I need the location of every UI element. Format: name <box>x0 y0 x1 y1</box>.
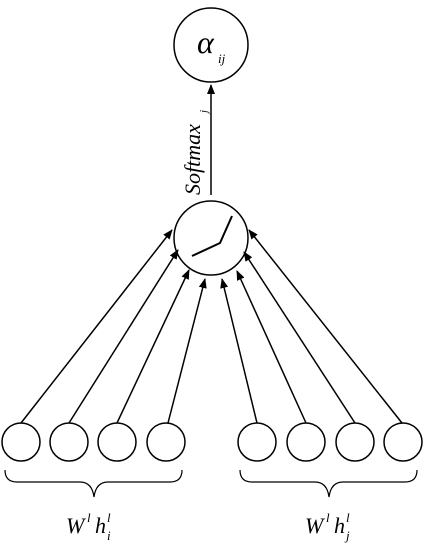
right-label-sub: j <box>344 528 350 543</box>
input-edge <box>236 270 307 424</box>
left-label-sup2: l <box>107 510 111 525</box>
input-node <box>146 422 186 462</box>
softmax-text: Softmax <box>180 124 205 195</box>
input-edge <box>248 229 403 424</box>
input-node <box>49 422 89 462</box>
left-label-h: h <box>95 513 106 538</box>
activation-node <box>173 200 249 276</box>
right-brace <box>239 469 418 498</box>
input-edge <box>167 278 207 424</box>
input-edges <box>20 229 403 424</box>
input-nodes-right <box>237 422 423 462</box>
right-label-sup2: l <box>346 510 350 525</box>
relu-icon <box>191 215 233 257</box>
output-node-alpha: α ij <box>173 7 249 83</box>
right-group-label: W l h l j <box>305 510 350 543</box>
input-edge <box>116 269 190 424</box>
input-nodes-left <box>1 422 186 462</box>
input-node <box>383 422 423 462</box>
input-edge <box>20 229 173 424</box>
right-label-h: h <box>334 513 345 538</box>
softmax-label: Softmax j <box>180 110 210 195</box>
input-node <box>1 422 41 462</box>
input-node <box>286 422 326 462</box>
left-label-sub: i <box>107 528 111 543</box>
alpha-symbol: α <box>197 24 215 60</box>
softmax-subscript: j <box>198 110 210 115</box>
left-group-label: W l h l i <box>66 510 111 543</box>
right-label-w: W <box>305 513 325 538</box>
right-label-sup1: l <box>326 510 330 525</box>
alpha-subscript: ij <box>218 51 226 66</box>
input-node <box>335 422 375 462</box>
input-node <box>97 422 137 462</box>
left-label-w: W <box>66 513 86 538</box>
input-node <box>237 422 277 462</box>
input-edge <box>243 251 356 424</box>
left-brace <box>4 469 183 498</box>
input-edge <box>220 278 258 424</box>
input-edge <box>68 249 179 424</box>
left-label-sup1: l <box>87 510 91 525</box>
